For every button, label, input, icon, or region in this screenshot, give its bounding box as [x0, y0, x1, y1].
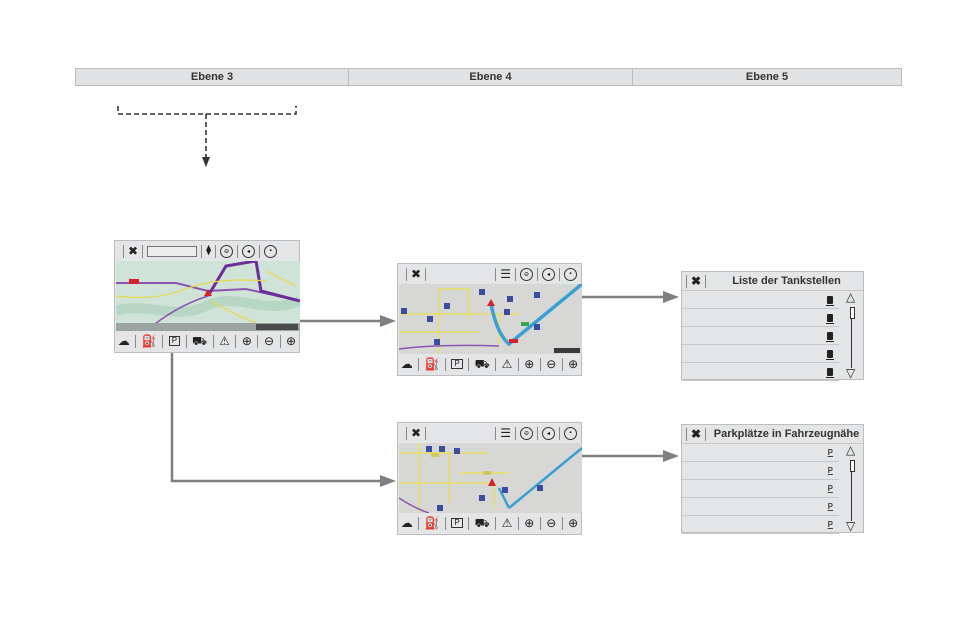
parking-icon: P — [827, 465, 833, 475]
destination-icon[interactable]: ▪ — [564, 426, 577, 440]
driver-service-icon[interactable]: ⛟ — [474, 357, 490, 371]
list-item[interactable] — [682, 363, 839, 381]
list-item[interactable] — [682, 345, 839, 363]
level3-map-screen: ✖ ⧫ ⊖ ◂ ▪ ☁ ⛽ P ⛟ ⚠ ⊕ — [114, 240, 300, 353]
scroll-thumb[interactable] — [850, 460, 855, 472]
scroll-down-icon[interactable]: ▽ — [846, 366, 856, 380]
zoom-in-icon[interactable]: ⊕ — [286, 334, 297, 348]
fuel-station-icon — [826, 349, 834, 360]
driver-service-icon[interactable]: ⛟ — [474, 516, 490, 530]
close-icon[interactable]: ✖ — [691, 274, 702, 288]
list-title: Parkplätze in Fahrzeugnähe — [713, 428, 860, 440]
add-icon[interactable]: ⊕ — [524, 516, 535, 530]
navigate-icon[interactable]: ◂ — [542, 267, 555, 281]
fuel-station-icon[interactable]: ⛽ — [424, 357, 440, 371]
list-item[interactable] — [682, 309, 839, 327]
header-level-5: Ebene 5 — [745, 71, 789, 83]
parking-icon[interactable]: P — [451, 518, 463, 528]
zoom-in-icon[interactable]: ⊕ — [568, 516, 579, 530]
list-item[interactable] — [682, 327, 839, 345]
header-level-4: Ebene 4 — [349, 69, 633, 85]
level5-parking-list: ✖ Parkplätze in Fahrzeugnähe P P P P P △… — [681, 424, 864, 534]
header-level-3: Ebene 3 — [76, 69, 349, 85]
zoom-in-icon[interactable]: ⊕ — [568, 357, 579, 371]
list-title: Liste der Tankstellen — [732, 275, 841, 287]
list-icon[interactable]: ☰ — [500, 426, 511, 440]
navigate-icon[interactable]: ◂ — [242, 244, 256, 258]
list-icon[interactable]: ☰ — [500, 267, 511, 281]
parking-icon[interactable]: P — [451, 359, 463, 369]
driver-service-icon[interactable]: ⛟ — [192, 334, 208, 348]
traffic-icon[interactable]: ⊖ — [520, 267, 533, 281]
fuel-station-icon — [826, 295, 834, 306]
zoom-out-icon[interactable]: ⊖ — [546, 357, 557, 371]
traffic-icon[interactable]: ⊖ — [220, 244, 234, 258]
scroll-track — [851, 318, 852, 368]
parking-icon[interactable]: P — [168, 336, 181, 346]
vehicle-position-icon — [204, 289, 212, 296]
map-view[interactable] — [399, 284, 582, 354]
scrollbar[interactable]: △ ▽ — [845, 291, 859, 379]
parking-icon: P — [827, 447, 833, 457]
close-icon[interactable]: ✖ — [691, 427, 702, 441]
zoom-out-icon[interactable]: ⊖ — [263, 334, 275, 348]
scroll-up-icon[interactable]: △ — [846, 290, 856, 304]
weather-icon[interactable]: ☁ — [400, 357, 413, 371]
scroll-down-icon[interactable]: ▽ — [846, 519, 856, 533]
level3-bracket-arrow — [117, 106, 297, 167]
fuel-station-icon — [826, 313, 834, 324]
scroll-track — [851, 471, 852, 521]
add-icon[interactable]: ⊕ — [241, 334, 252, 348]
close-icon[interactable]: ✖ — [411, 426, 422, 440]
fuel-station-icon — [826, 367, 834, 378]
list-item[interactable]: P — [682, 498, 839, 516]
list-item[interactable]: P — [682, 444, 839, 462]
route-settings-icon[interactable]: ⧫ — [206, 245, 212, 256]
parking-icon: P — [827, 519, 833, 529]
navigate-icon[interactable]: ◂ — [542, 426, 555, 440]
weather-icon[interactable]: ☁ — [400, 516, 413, 530]
map-view[interactable] — [116, 261, 300, 331]
level5-fuel-station-list: ✖ Liste der Tankstellen △ ▽ — [681, 271, 864, 381]
fuel-station-icon[interactable]: ⛽ — [141, 334, 157, 348]
list-item[interactable]: P — [682, 516, 839, 534]
destination-icon[interactable]: ▪ — [564, 267, 577, 281]
warning-icon[interactable]: ⚠ — [501, 357, 513, 371]
list-item[interactable]: P — [682, 462, 839, 480]
scroll-up-icon[interactable]: △ — [846, 443, 856, 457]
destination-icon[interactable]: ▪ — [264, 244, 278, 258]
level4-fuel-map-screen: ✖ ☰ ⊖ ◂ ▪ ☁ ⛽ P ⛟ — [397, 263, 582, 376]
warning-icon[interactable]: ⚠ — [501, 516, 513, 530]
level4-parking-map-screen: ✖ ☰ ⊖ ◂ ▪ ☁ ⛽ P ⛟ ⚠ — [397, 422, 582, 535]
scroll-thumb[interactable] — [850, 307, 855, 319]
scrollbar[interactable]: △ ▽ — [845, 444, 859, 532]
parking-icon: P — [827, 483, 833, 493]
add-icon[interactable]: ⊕ — [524, 357, 535, 371]
connector-parking — [170, 348, 382, 483]
list-item[interactable] — [682, 291, 839, 309]
traffic-icon[interactable]: ⊖ — [520, 426, 533, 440]
search-field[interactable] — [147, 245, 198, 257]
parking-icon: P — [827, 501, 833, 511]
map-view[interactable] — [399, 443, 582, 513]
fuel-station-icon[interactable]: ⛽ — [424, 516, 440, 530]
close-icon[interactable]: ✖ — [128, 244, 139, 258]
list-item[interactable]: P — [682, 480, 839, 498]
warning-icon[interactable]: ⚠ — [219, 334, 230, 348]
zoom-out-icon[interactable]: ⊖ — [546, 516, 557, 530]
level-header: Ebene 3 Ebene 4 Ebene 5 — [75, 68, 902, 86]
close-icon[interactable]: ✖ — [411, 267, 422, 281]
fuel-station-icon — [826, 331, 834, 342]
weather-icon[interactable]: ☁ — [117, 334, 130, 348]
